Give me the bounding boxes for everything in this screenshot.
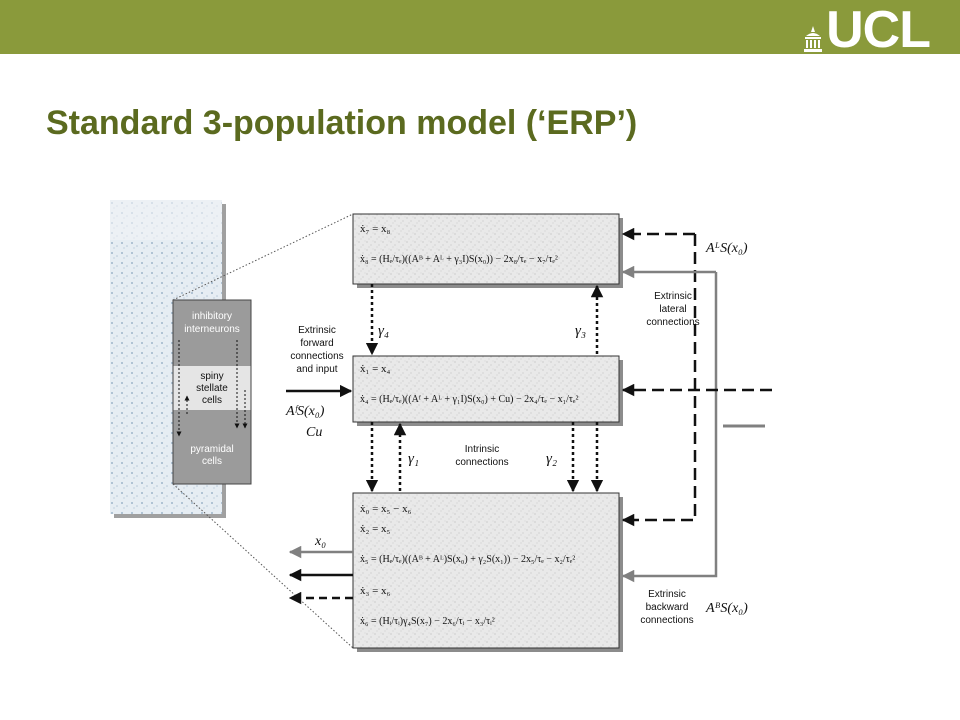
spiny-label-1: spiny bbox=[200, 371, 223, 382]
output-x0-label: x₀ bbox=[314, 534, 326, 549]
backward-label-3: connections bbox=[640, 615, 693, 626]
gamma-3-label: γ₃ bbox=[575, 323, 586, 339]
forward-label-2: forward bbox=[300, 338, 333, 349]
bottom-population-box: ẋ₀ = x₅ − x₆ ẋ₂ = x₅ ẋ₅ = (Hₑ/τₑ)((Aᴮ + … bbox=[352, 492, 623, 652]
lateral-label-2: lateral bbox=[659, 304, 686, 315]
forward-label-4: and input bbox=[296, 364, 337, 375]
intrinsic-label-2: connections bbox=[455, 457, 508, 468]
forward-label-1: Extrinsic bbox=[298, 325, 336, 336]
lateral-expr-label: AᴸS(x₀) bbox=[705, 241, 748, 256]
header-bar: UCL bbox=[0, 0, 960, 59]
intrinsic-label-1: Intrinsic bbox=[465, 444, 499, 455]
spiny-label-2: stellate bbox=[196, 383, 228, 394]
gamma-1-label: γ₁ bbox=[408, 451, 419, 467]
top-eq-2: ẋ₈ = (Hₑ/τₑ)((Aᴮ + Aᴸ + γ₃I)S(x₀)) − 2x₈… bbox=[360, 254, 558, 265]
cortical-column: inhibitory interneurons spiny stellate c… bbox=[172, 299, 252, 485]
backward-expr-label: AᴮS(x₀) bbox=[705, 601, 748, 616]
inhibitory-label-1: inhibitory bbox=[192, 311, 232, 322]
intrinsic-arrows bbox=[365, 284, 604, 493]
bottom-eq-2: ẋ₂ = x₅ bbox=[360, 523, 391, 535]
middle-eq-1: ẋ₁ = x₄ bbox=[360, 363, 391, 375]
logo-text: UCL bbox=[826, 1, 931, 59]
portico-icon bbox=[804, 26, 823, 52]
gamma-4-label: γ₄ bbox=[378, 323, 389, 339]
inhibitory-label-2: interneurons bbox=[184, 324, 240, 335]
pyramidal-label-1: pyramidal bbox=[190, 444, 233, 455]
input-cu-label: Cu bbox=[306, 425, 322, 440]
erp-model-diagram: inhibitory interneurons spiny stellate c… bbox=[110, 200, 772, 652]
backward-label-2: backward bbox=[646, 602, 689, 613]
bottom-eq-1: ẋ₀ = x₅ − x₆ bbox=[360, 503, 412, 515]
forward-label-3: connections bbox=[290, 351, 343, 362]
middle-eq-2: ẋ₄ = (Hₑ/τₑ)((Aᶠ + Aᴸ + γ₁I)S(x₀) + Cu) … bbox=[360, 394, 578, 405]
bottom-eq-4: ẋ₃ = x₆ bbox=[360, 585, 391, 597]
lateral-label-3: connections bbox=[646, 317, 699, 328]
ucl-logo: UCL bbox=[804, 1, 931, 59]
backward-label-1: Extrinsic bbox=[648, 589, 686, 600]
extrinsic-connections-right bbox=[621, 227, 772, 583]
lateral-label-1: Extrinsic bbox=[654, 291, 692, 302]
top-eq-1: ẋ₇ = x₈ bbox=[360, 223, 391, 235]
top-population-box: ẋ₇ = x₈ ẋ₈ = (Hₑ/τₑ)((Aᴮ + Aᴸ + γ₃I)S(x₀… bbox=[352, 213, 623, 288]
output-arrows bbox=[288, 545, 353, 605]
pyramidal-label-2: cells bbox=[202, 456, 222, 467]
bottom-eq-5: ẋ₆ = (Hᵢ/τᵢ)γ₄S(x₇) − 2x₆/τᵢ − x₃/τᵢ² bbox=[360, 616, 495, 627]
gamma-2-label: γ₂ bbox=[546, 451, 557, 467]
bottom-eq-3: ẋ₅ = (Hₑ/τₑ)((Aᴮ + Aᴸ)S(x₀) + γ₂S(x₁)) −… bbox=[360, 554, 575, 565]
middle-population-box: ẋ₁ = x₄ ẋ₄ = (Hₑ/τₑ)((Aᶠ + Aᴸ + γ₁I)S(x₀… bbox=[352, 355, 623, 426]
slide-title: Standard 3-population model (‘ERP’) bbox=[46, 104, 638, 142]
input-af-label: AᶠS(x₀) bbox=[285, 404, 325, 419]
spiny-label-3: cells bbox=[202, 395, 222, 406]
